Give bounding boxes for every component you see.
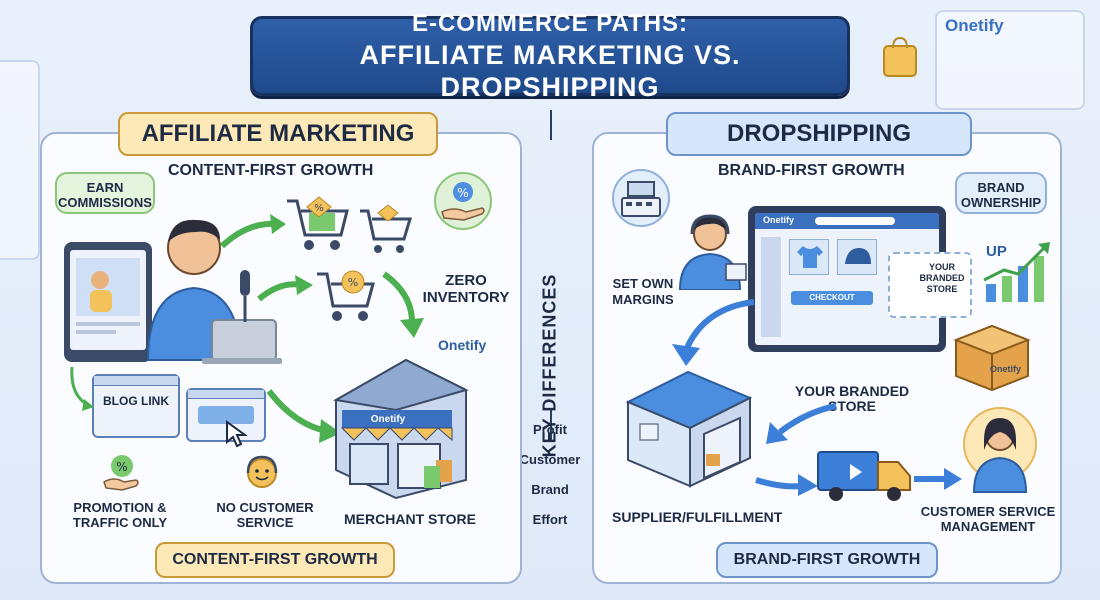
blog-link-window[interactable]: BLOG LINK	[92, 374, 180, 438]
package-box-icon	[953, 324, 1031, 392]
no-customer-service-label: NO CUSTOMER SERVICE	[216, 500, 314, 530]
title-line-1: E-COMMERCE PATHS:	[411, 10, 689, 37]
growth-chart-icon	[983, 242, 1050, 302]
support-agent-icon	[678, 214, 747, 290]
svg-text:%: %	[457, 186, 468, 200]
percent-hand-icon: %	[434, 172, 492, 230]
earn-commissions-bubble: EARN COMMISSIONS	[55, 172, 155, 214]
cash-register-icon	[612, 169, 670, 227]
content-creator-icon	[146, 219, 282, 364]
headset-agent-icon	[246, 455, 278, 488]
branded-store-inset: YOUR BRANDED STORE	[888, 252, 972, 318]
arrow-blog-to-store	[266, 389, 341, 443]
checkout-button[interactable]: CHECKOUT	[791, 291, 873, 305]
shirt-icon	[797, 246, 823, 268]
affiliate-subheader: CONTENT-FIRST GROWTH	[168, 162, 374, 179]
your-branded-store-label: YOUR BRANDED STORE	[794, 383, 910, 414]
up-label: UP	[986, 243, 1007, 260]
arrow-to-warehouse-door	[766, 403, 837, 444]
page-title: E-COMMERCE PATHS: AFFILIATE MARKETING VS…	[250, 10, 850, 102]
customer-icon	[963, 407, 1037, 493]
title-line-2: AFFILIATE MARKETING VS. DROPSHIPPING	[359, 40, 741, 102]
social-post-phone-icon	[64, 242, 152, 362]
diff-item-profit: Profit	[533, 422, 567, 437]
delivery-truck-icon	[817, 451, 911, 501]
promotion-hand-icon: %	[103, 455, 139, 491]
arrow-to-carts	[219, 214, 286, 249]
dropshipping-subheader: BRAND-FIRST GROWTH	[718, 162, 905, 179]
arrow-phone-to-blog	[70, 366, 94, 411]
svg-text:%: %	[348, 276, 358, 289]
store-sign: Onetify	[370, 414, 406, 425]
diff-item-brand: Brand	[531, 482, 569, 497]
key-differences-label: KEY DIFFERENCES	[539, 273, 560, 457]
arrow-to-cart-3	[257, 275, 313, 302]
affiliate-footer: CONTENT-FIRST GROWTH	[155, 542, 395, 578]
svg-text:%: %	[314, 203, 324, 214]
affiliate-header: AFFILIATE MARKETING	[118, 112, 438, 156]
background-window-left	[0, 60, 40, 260]
shopping-cart-icon-2	[360, 205, 413, 253]
affiliate-brand-logo: Onetify	[438, 337, 487, 353]
arrow-truck-to-customer	[914, 468, 962, 490]
customer-service-label: CUSTOMER SERVICE MANAGEMENT	[920, 504, 1056, 534]
merchant-store-icon	[333, 358, 469, 500]
brand-ownership-bubble: BRAND OWNERSHIP	[955, 172, 1047, 214]
dropshipping-header: DROPSHIPPING	[666, 112, 972, 156]
merchant-store-label: MERCHANT STORE	[344, 511, 476, 527]
branded-store-inset-label: YOUR BRANDED STORE	[919, 262, 965, 294]
warehouse-icon	[625, 370, 753, 488]
hat-icon	[845, 248, 871, 264]
supplier-label: SUPPLIER/FULFILLMENT	[612, 509, 783, 525]
arrow-store-to-warehouse	[672, 299, 755, 366]
shopping-cart-icon-3: %	[317, 270, 375, 321]
shopping-bag-icon	[883, 36, 917, 77]
dropshipping-footer: BRAND-FIRST GROWTH	[716, 542, 938, 578]
arrow-warehouse-to-truck	[755, 474, 818, 496]
ad-click-window[interactable]	[186, 388, 266, 442]
center-divider	[550, 110, 552, 590]
corner-brand: Onetify	[945, 16, 1004, 35]
box-brand: Onetify	[990, 364, 1022, 374]
blog-link-label: BLOG LINK	[103, 394, 169, 408]
promotion-label: PROMOTION & TRAFFIC ONLY	[72, 500, 168, 530]
background-window-right	[935, 10, 1085, 110]
cursor-icon	[226, 420, 247, 448]
brand-ownership-label: BRAND OWNERSHIP	[960, 180, 1042, 210]
diff-item-effort: Effort	[532, 512, 568, 527]
shopping-cart-icon-1: %	[287, 196, 349, 250]
browser-search-bar[interactable]	[815, 217, 895, 225]
svg-text:%: %	[116, 460, 127, 474]
earn-commissions-label: EARN COMMISSIONS	[58, 180, 152, 210]
arrow-to-store	[382, 271, 424, 338]
browser-brand: Onetify	[763, 215, 795, 225]
diff-item-customer: Customer	[519, 452, 581, 467]
set-own-margins-label: SET OWN MARGINS	[612, 276, 674, 307]
zero-inventory-label: ZERO INVENTORY	[422, 272, 510, 306]
